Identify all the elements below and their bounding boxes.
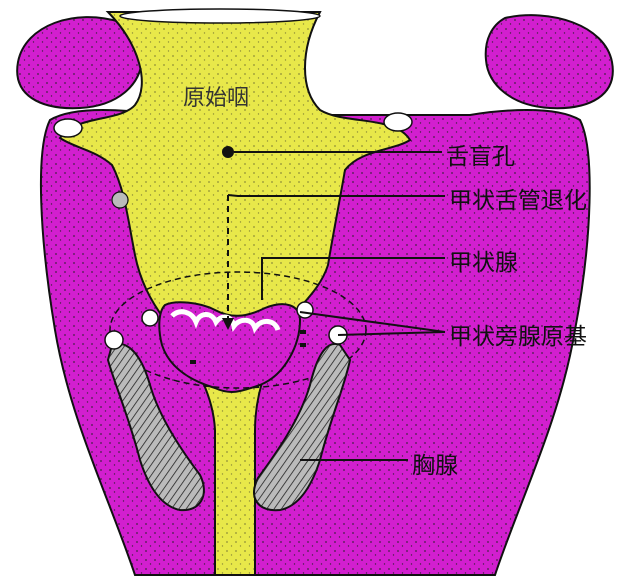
label-primitive-pharynx: 原始咽: [183, 80, 249, 112]
label-thyroglossal-regression: 甲状舌管退化: [449, 181, 587, 215]
label-thyroid-gland: 甲状腺: [449, 243, 518, 277]
right-pouch-lobe: [486, 15, 613, 108]
label-parathyroid-primordia: 甲状旁腺原基: [449, 317, 587, 351]
label-foramen-cecum: 舌盲孔: [446, 137, 515, 171]
label-thymus: 胸腺: [412, 446, 458, 480]
